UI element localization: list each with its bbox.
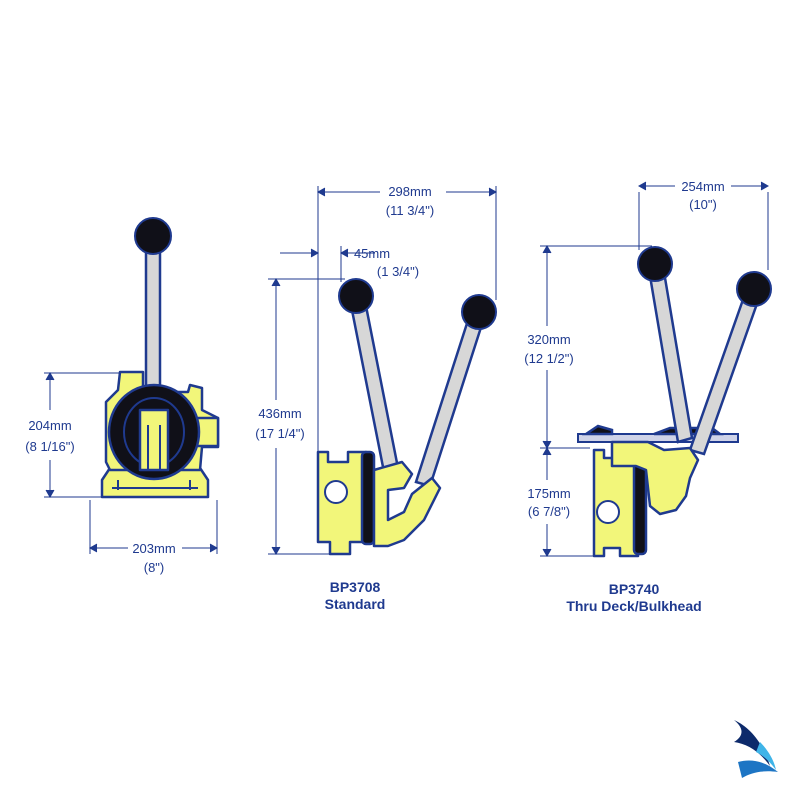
bp3740-body [592, 448, 640, 558]
bp3708-offset-in: (1 3/4") [377, 264, 419, 279]
bp3740-dimensions [540, 181, 770, 558]
bp3740-width-in: (10") [689, 197, 717, 212]
bp3740-lever-arm [610, 440, 700, 516]
bp3708-height-mm: 436mm [258, 406, 301, 421]
bp3740-handle-left [647, 264, 694, 444]
front-width-mm: 203mm [132, 541, 175, 556]
front-dimensions [44, 371, 219, 554]
bp3708-body [316, 450, 368, 556]
bp3740-variant-label: Thru Deck/Bulkhead [566, 598, 701, 614]
bp3708-handle-right [414, 312, 486, 488]
bp3708-knob-right [461, 294, 497, 330]
bp3708-mount-hole [324, 480, 348, 504]
front-height-in: (8 1/16") [25, 439, 74, 454]
bp3708-offset-mm: 45mm [354, 246, 390, 261]
bp3740-upper-mm: 320mm [527, 332, 570, 347]
bp3708-knob-left [338, 278, 374, 314]
front-lever-housing [138, 408, 170, 472]
bp3708-dimensions [268, 186, 498, 556]
bp3708-width-mm: 298mm [388, 184, 431, 199]
bp3740-knob-left [637, 246, 673, 282]
bp3740-mount-hole [596, 500, 620, 524]
front-height-mm: 204mm [28, 418, 71, 433]
bp3740-handle-right [688, 292, 761, 456]
front-width-in: (8") [144, 560, 165, 575]
bp3708-lever-arm [372, 460, 442, 548]
bp3740-knob-right [736, 271, 772, 307]
bp3708-diaphragm [360, 450, 376, 546]
bp3708-height-in: (17 1/4") [255, 426, 304, 441]
front-view-pump [100, 217, 220, 499]
bp3740-upper-in: (12 1/2") [524, 351, 573, 366]
bp3708-handle-left [348, 294, 400, 474]
bp3708-variant-label: Standard [325, 596, 386, 612]
bp3740-deck-cap [581, 424, 614, 436]
bp3708-pump [316, 278, 497, 556]
bp3708-model-label: BP3708 [330, 579, 381, 595]
bp3740-diaphragm [632, 460, 648, 556]
bp3740-lower-in: (6 7/8") [528, 504, 570, 519]
bp3740-lower-mm: 175mm [527, 486, 570, 501]
bp3740-pump [577, 246, 772, 558]
bp3740-model-label: BP3740 [609, 581, 660, 597]
bp3740-width-mm: 254mm [681, 179, 724, 194]
front-handle-knob [134, 217, 172, 255]
sail-swoosh-icon [734, 720, 778, 778]
bp3708-width-in: (11 3/4") [386, 203, 434, 218]
